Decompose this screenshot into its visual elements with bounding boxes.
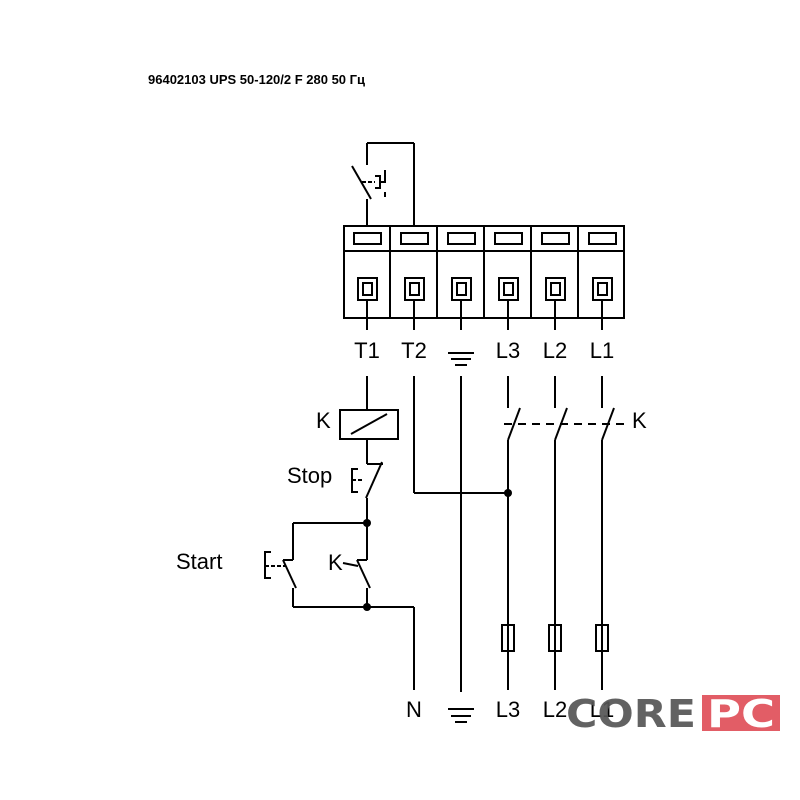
terminal-block xyxy=(343,225,625,330)
supply-labels: N L3 L2 L1 xyxy=(406,697,614,722)
junction-dots xyxy=(363,489,512,611)
supply-label-l3: L3 xyxy=(496,697,520,722)
watermark-core: CORE xyxy=(566,692,696,736)
watermark-pc: PC xyxy=(707,692,775,736)
terminal-label-l2: L2 xyxy=(543,338,567,363)
stop-label: Stop xyxy=(287,463,332,488)
start-button-contact xyxy=(264,550,297,607)
terminal-labels: T1 T2 L3 L2 L1 xyxy=(354,338,614,363)
diagram-title: 96402103 UPS 50-120/2 F 280 50 Гц xyxy=(148,72,366,87)
stop-button-contact xyxy=(351,461,383,523)
terminal-label-t2: T2 xyxy=(401,338,427,363)
t1-control-line xyxy=(339,376,399,464)
hold-contact-k xyxy=(342,550,371,607)
watermark-box xyxy=(702,695,780,731)
supply-label-l2: L2 xyxy=(543,697,567,722)
terminal-label-t1: T1 xyxy=(354,338,380,363)
terminal-label-l3: L3 xyxy=(496,338,520,363)
fuses xyxy=(501,620,609,690)
thermal-switch xyxy=(351,142,415,227)
ground-line xyxy=(448,376,474,723)
start-label: Start xyxy=(176,549,222,574)
terminal-label-l1: L1 xyxy=(590,338,614,363)
coil-label: K xyxy=(316,408,331,433)
main-contactor-contacts xyxy=(504,376,626,625)
supply-label-l1: L1 xyxy=(590,697,614,722)
ground-symbol-top xyxy=(448,352,474,366)
hold-contact-label: K xyxy=(328,550,343,575)
contacts-label: K xyxy=(632,408,647,433)
supply-label-n: N xyxy=(406,697,422,722)
watermark-logo: CORE PC xyxy=(566,692,780,736)
